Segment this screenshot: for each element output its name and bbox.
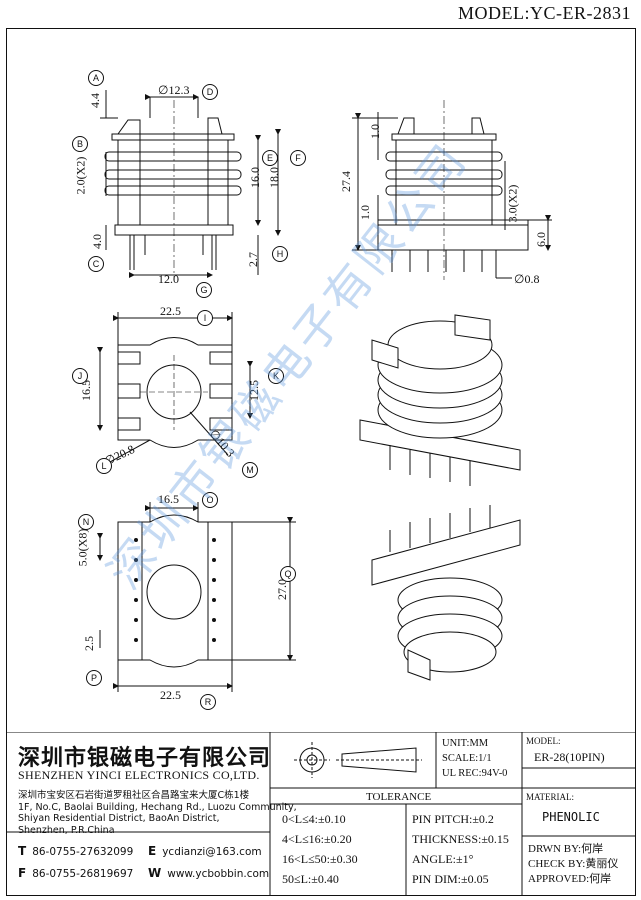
dim-d3-0x2: 3.0(X2) xyxy=(505,184,520,223)
marker-q: Q xyxy=(280,566,296,582)
isometric-view-top xyxy=(359,314,521,486)
dim-d27-0: 27.0 xyxy=(275,579,289,600)
marker-k: K xyxy=(268,368,284,384)
dim-d1-0a: 1.0 xyxy=(368,124,382,139)
marker-r: R xyxy=(200,694,216,710)
marker-j: J xyxy=(72,368,88,384)
marker-g: G xyxy=(196,282,212,298)
approvals: DRWN BY:何岸 CHECK BY:黄丽仪 APPROVED:何岸 xyxy=(528,843,619,885)
company-address: 深圳市宝安区石岩街道罗租社区合昌路宝来大厦C栋1楼 1F, No.C, Baol… xyxy=(18,790,297,836)
marker-b: B xyxy=(72,136,88,152)
marker-c: C xyxy=(88,256,104,272)
drawing-sheet xyxy=(6,28,636,896)
header-model-label: MODEL:YC-ER-2831 xyxy=(458,3,631,23)
dim-d2-5: 2.5 xyxy=(82,636,96,651)
model-value: ER-28(10PIN) xyxy=(534,750,605,764)
tol-2: 4<L≤16:±0.20 xyxy=(282,832,352,846)
pin-pitch: PIN PITCH:±0.2 xyxy=(412,812,494,826)
dim-d22-5b: 22.5 xyxy=(160,688,181,702)
marker-f: F xyxy=(290,150,306,166)
dim-d2-7: 2.7 xyxy=(246,252,260,267)
marker-p: P xyxy=(86,670,102,686)
marker-n: N xyxy=(78,514,94,530)
material-label: MATERIAL: xyxy=(526,792,574,802)
pin-dim: PIN DIM:±0.05 xyxy=(412,872,489,886)
dim-d6-0: 6.0 xyxy=(534,232,548,247)
dim-d10-3: ∅10.3 xyxy=(206,426,238,460)
tol-4: 50≤L:±0.40 xyxy=(282,872,339,886)
tol-1: 0<L≤4:±0.10 xyxy=(282,812,346,826)
dim-d4-4: 4.4 xyxy=(88,93,102,108)
marker-i: I xyxy=(197,310,213,326)
marker-m: M xyxy=(242,462,258,478)
material-value: PHENOLIC xyxy=(542,810,600,824)
title-block: 深圳市银磁电子有限公司 SHENZHEN YINCI ELECTRONICS C… xyxy=(6,732,636,896)
company-cn-name: 深圳市银磁电子有限公司 xyxy=(18,746,272,771)
marker-l: L xyxy=(96,458,112,474)
dim-d16-5b: 16.5 xyxy=(158,492,179,506)
bottom-view xyxy=(97,502,296,692)
dim-d27-4: 27.4 xyxy=(339,171,353,192)
dim-d18-0: 18.0 xyxy=(267,167,281,188)
thickness: THICKNESS:±0.15 xyxy=(412,832,509,846)
marker-o: O xyxy=(202,492,218,508)
dim-d1-0b: 1.0 xyxy=(358,205,372,220)
company-en-name: SHENZHEN YINCI ELECTRONICS CO,LTD. xyxy=(18,768,260,782)
angle: ANGLE:±1° xyxy=(412,852,474,866)
bottom-view-pins xyxy=(134,538,216,642)
dim-d22-5a: 22.5 xyxy=(160,304,181,318)
marker-h: H xyxy=(272,246,288,262)
dim-d0-8: ∅0.8 xyxy=(514,272,540,286)
marker-a: A xyxy=(88,70,104,86)
unit-scale-ul: UNIT:MM SCALE:1/1 UL REC:94V-0 xyxy=(442,738,508,779)
dim-d12-0: 12.0 xyxy=(158,272,179,286)
dim-d16-0: 16.0 xyxy=(248,167,262,188)
dim-d12-3: ∅12.3 xyxy=(158,83,190,97)
side-view xyxy=(352,100,552,280)
isometric-view-bottom xyxy=(371,505,521,681)
projection-symbol xyxy=(294,742,422,778)
marker-d: D xyxy=(202,84,218,100)
marker-e: E xyxy=(262,150,278,166)
dim-d5-0x8: 5.0(X8) xyxy=(75,528,90,567)
title-block-grid xyxy=(6,732,636,896)
dim-d12-5: 12.5 xyxy=(247,380,261,401)
top-view xyxy=(97,312,253,463)
tolerance-title: TOLERANCE xyxy=(366,791,432,803)
dim-d2-0x2: 2.0(X2) xyxy=(73,156,88,195)
tol-3: 16<L≤50:±0.30 xyxy=(282,852,358,866)
model-label: MODEL: xyxy=(526,736,561,746)
dim-d4-0: 4.0 xyxy=(90,234,104,249)
front-view xyxy=(100,90,281,280)
